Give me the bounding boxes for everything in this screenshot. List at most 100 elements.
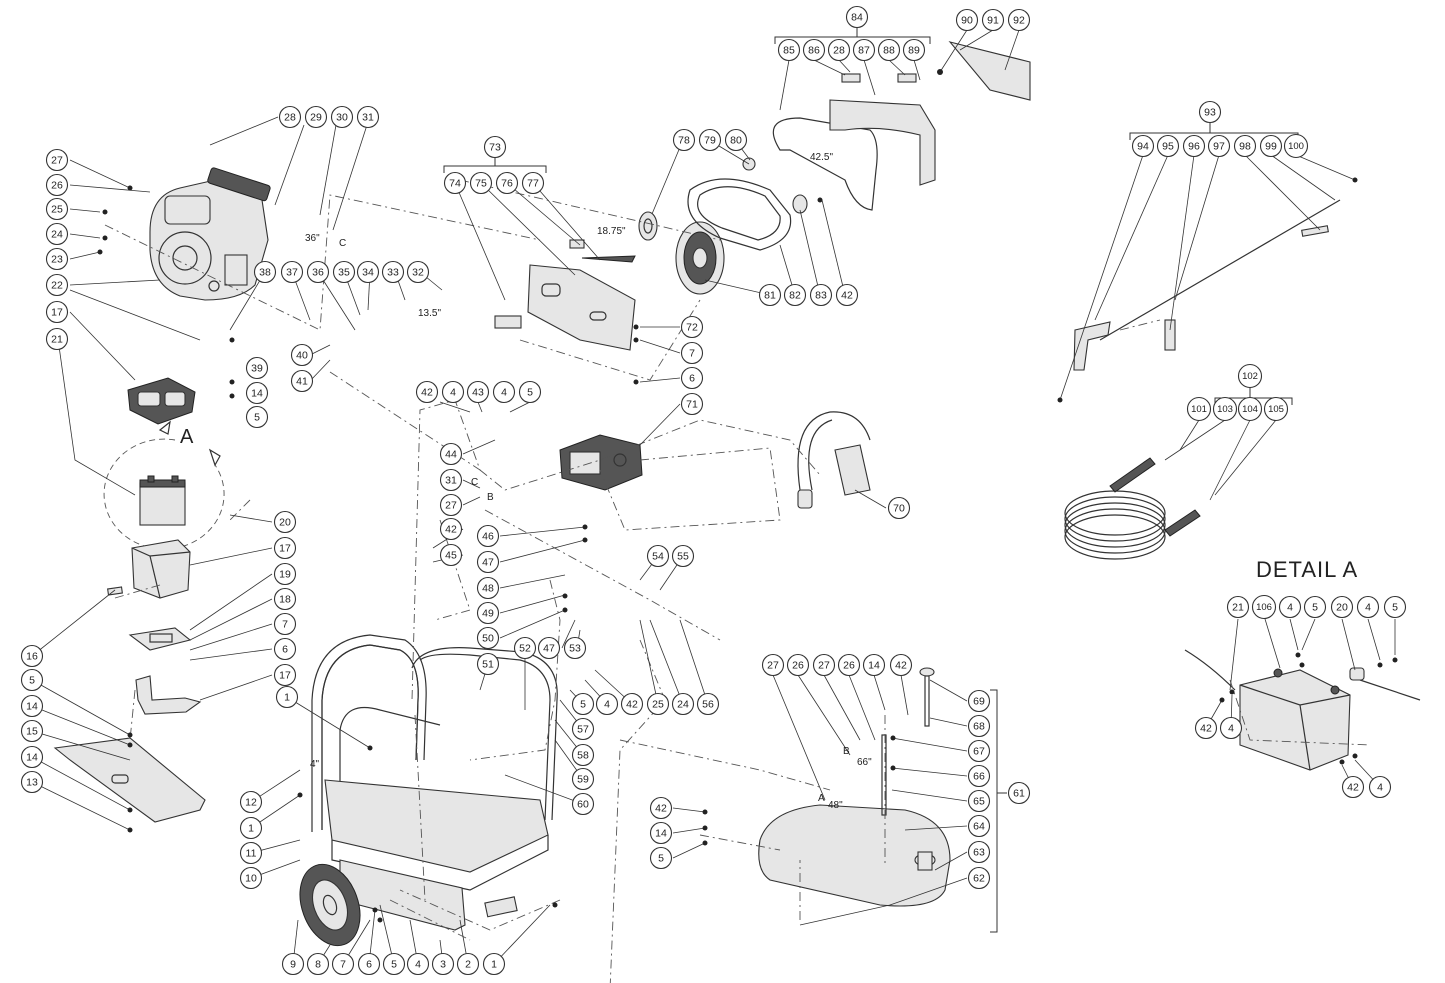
callout-circle <box>518 380 542 404</box>
engine-drawing <box>149 167 271 301</box>
dimension-labels: 36" 13.5" 18.75" 42.5" 4" 66" 48" C C B … <box>180 152 1357 811</box>
callout-number: 14 <box>26 701 38 713</box>
callout-42: 42 <box>439 517 463 541</box>
callout-circle <box>1303 595 1327 619</box>
callout-circle <box>492 380 516 404</box>
callout-circle <box>20 668 44 692</box>
callout-60: 60 <box>571 792 595 816</box>
callout-circle <box>1007 8 1031 32</box>
callout-number: 47 <box>543 643 555 655</box>
callout-48: 48 <box>476 576 500 600</box>
callout-number: 4 <box>450 387 456 399</box>
callout-circle <box>281 952 305 976</box>
callout-number: 42 <box>1200 723 1212 735</box>
callout-circle <box>439 442 463 466</box>
callout-circle <box>239 790 263 814</box>
callout-number: 42 <box>1347 782 1359 794</box>
callout-number: 5 <box>29 675 35 687</box>
callout-29: 29 <box>304 105 328 129</box>
callout-circle <box>1131 134 1155 158</box>
callout-18: 18 <box>273 587 297 611</box>
callout-circle <box>1219 716 1243 740</box>
callout-number: 11 <box>246 848 257 860</box>
callout-number: 58 <box>577 750 589 762</box>
detail-battery-drawing <box>1184 649 1421 771</box>
callout-82: 82 <box>783 283 807 307</box>
dimension-36: 36" <box>305 233 320 244</box>
callout-circle <box>967 764 991 788</box>
callout-42: 42 <box>835 283 859 307</box>
callout-7: 7 <box>680 341 704 365</box>
callout-circle <box>1278 595 1302 619</box>
callout-number: 82 <box>789 290 801 302</box>
callout-number: 4 <box>415 959 421 971</box>
callout-4: 4 <box>1219 716 1243 740</box>
callout-34: 34 <box>356 260 380 284</box>
unloader-drawing <box>797 411 871 509</box>
callout-circle <box>837 653 861 677</box>
callout-circle <box>646 544 670 568</box>
callout-number: 95 <box>1162 141 1174 153</box>
callout-circle <box>967 840 991 864</box>
callout-circle <box>1226 595 1250 619</box>
wheel-drawing <box>299 863 361 947</box>
callout-number: 1 <box>491 959 497 971</box>
callout-circle <box>45 273 69 297</box>
callout-6: 6 <box>357 952 381 976</box>
callout-circle <box>406 260 430 284</box>
callout-number: 71 <box>686 399 698 411</box>
callout-number: 75 <box>475 178 487 190</box>
callout-number: 26 <box>792 660 804 672</box>
callout-93: 93 <box>1198 100 1222 124</box>
callout-number: 19 <box>279 569 291 581</box>
callout-number: 21 <box>1232 602 1244 614</box>
callout-number: 7 <box>689 348 695 360</box>
callout-35: 35 <box>332 260 356 284</box>
dimension-48: 48" <box>828 800 843 811</box>
callout-number: 97 <box>1213 141 1225 153</box>
callout-59: 59 <box>571 767 595 791</box>
callout-circle <box>1156 134 1180 158</box>
callout-30: 30 <box>330 105 354 129</box>
callout-circle <box>20 745 44 769</box>
callout-17: 17 <box>273 663 297 687</box>
callout-number: 48 <box>482 583 494 595</box>
callout-number: 60 <box>577 799 589 811</box>
callout-14: 14 <box>649 821 673 845</box>
callout-circle <box>439 543 463 567</box>
callout-number: 88 <box>883 45 895 57</box>
callout-number: 25 <box>652 699 664 711</box>
callout-circle <box>724 128 748 152</box>
callout-number: 89 <box>908 45 920 57</box>
callout-circle <box>415 380 439 404</box>
callout-9: 9 <box>281 952 305 976</box>
callout-54: 54 <box>646 544 670 568</box>
callout-circle <box>356 260 380 284</box>
callout-circle <box>1182 134 1206 158</box>
callout-number: 4 <box>1287 602 1293 614</box>
detail-a-marker: A <box>180 426 194 448</box>
callout-4: 4 <box>595 692 619 716</box>
callout-8: 8 <box>306 952 330 976</box>
callout-number: 5 <box>391 959 397 971</box>
callout-number: 17 <box>279 670 291 682</box>
callout-circle <box>239 866 263 890</box>
callout-10: 10 <box>239 866 263 890</box>
callout-circle <box>595 692 619 716</box>
callout-circle <box>245 356 269 380</box>
callout-61: 61 <box>1007 781 1031 805</box>
callout-number: 81 <box>764 290 776 302</box>
callout-number: 62 <box>973 873 985 885</box>
callout-5: 5 <box>1303 595 1327 619</box>
callout-number: 52 <box>519 643 531 655</box>
callout-53: 53 <box>563 636 587 660</box>
callout-number: 70 <box>893 503 905 515</box>
pulley-belt-drawing <box>638 157 808 295</box>
callout-5: 5 <box>245 405 269 429</box>
callout-number: 27 <box>445 500 457 512</box>
callout-circle <box>671 692 695 716</box>
callout-number: 5 <box>527 387 533 399</box>
assembly-dashed-lines <box>104 179 1371 983</box>
callout-1: 1 <box>239 816 263 840</box>
callout-circle <box>563 636 587 660</box>
